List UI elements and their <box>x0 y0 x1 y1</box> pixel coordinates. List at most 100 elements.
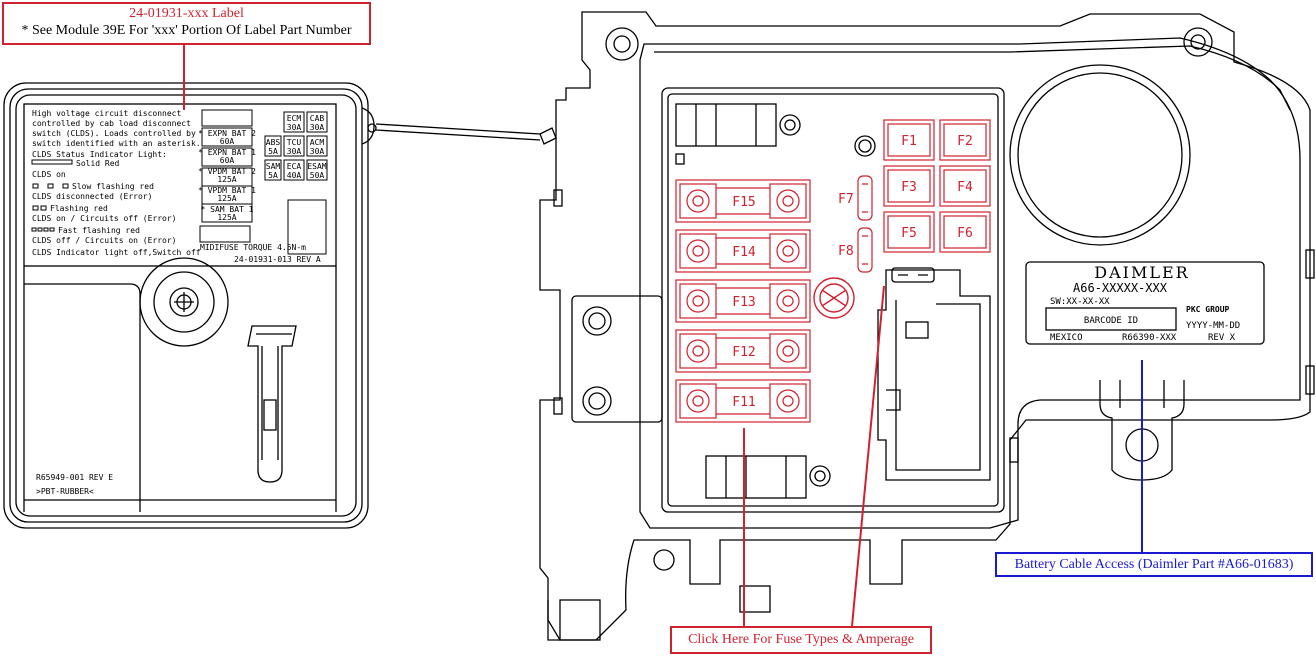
software-version: SW:XX-XX-XX <box>1050 297 1110 307</box>
solid-red-text: Solid Red <box>76 159 120 168</box>
clds-off-circuits-on-text: CLDS off / Circuits on (Error) <box>32 236 177 245</box>
fuse-label-f14[interactable]: F14 <box>732 245 756 260</box>
fuse-f1[interactable]: F1 <box>883 119 935 161</box>
battery-access-text: Battery Cable Access (Daimler Part #A66-… <box>1014 557 1294 572</box>
cover-label-boxes <box>31 109 328 255</box>
status-heading: CLDS Status Indicator Light: <box>32 150 167 159</box>
cover-small-name: SAM <box>266 162 281 171</box>
cover-small-name: ECA <box>287 162 302 171</box>
cover-midi-amp: 60A <box>220 137 235 146</box>
fuse-f3[interactable]: F3 <box>883 165 935 207</box>
maker-logo: PKC GROUP <box>1186 305 1230 314</box>
date-code: YYYY-MM-DD <box>1186 321 1240 331</box>
mold-part-number: R65949-001 REV E <box>36 473 113 482</box>
fuse-label-f15[interactable]: F15 <box>732 195 755 210</box>
clds-on-text: CLDS on <box>32 170 66 179</box>
cover-midi-name: * VPDM BAT 2 <box>198 167 256 176</box>
fast-flash-text: Fast flashing red <box>58 226 140 235</box>
material-text: >PBT-RUBBER< <box>36 487 94 496</box>
hv-text-1: High voltage circuit disconnect <box>32 109 181 118</box>
fuse-f14[interactable]: F14 <box>675 229 811 273</box>
fuse-f6[interactable]: F6 <box>939 211 991 253</box>
cover-midi-name: * VPDM BAT 1 <box>198 186 256 195</box>
cover-small-name: TCU <box>287 138 302 147</box>
cover-midi-amp: 125A <box>217 194 236 203</box>
cover-label-text: High voltage circuit disconnect controll… <box>32 109 321 496</box>
cover-small-name: ACM <box>310 138 325 147</box>
small-fuse-labels: ECM30ACAB30AABS5ATCU30AACM30ASAM5AECA40A… <box>266 114 327 180</box>
tether-cable <box>375 123 557 145</box>
cover-small-amp: 30A <box>287 123 302 132</box>
module-label-frame <box>1025 261 1265 345</box>
fuse-types-link[interactable]: Click Here For Fuse Types & Amperage <box>670 626 932 654</box>
battery-access-callout: Battery Cable Access (Daimler Part #A66-… <box>995 552 1313 577</box>
clds-disconnected-text: CLDS disconnected (Error) <box>32 192 152 201</box>
fuse-label-f5[interactable]: F5 <box>901 226 917 241</box>
callout-leaders <box>183 44 1143 627</box>
midifuse-torque-text: MIDIFUSE TORQUE 4.5N-m <box>200 243 306 252</box>
clds-light-off-text: CLDS Indicator light off,Switch off <box>32 248 201 257</box>
cover-small-name: ECM <box>287 114 302 123</box>
cover-small-amp: 5A <box>268 147 278 156</box>
hv-text-2: controlled by cab load disconnect <box>32 119 191 128</box>
cover-small-amp: 30A <box>287 147 302 156</box>
cover-outline <box>3 82 377 529</box>
fuse-f15[interactable]: F15 <box>675 179 811 223</box>
cover-midi-name: * SAM BAT 1 <box>201 205 254 214</box>
fuse-label-f12[interactable]: F12 <box>732 345 755 360</box>
module-label-text: DAIMLER A66-XXXXX-XXX SW:XX-XX-XX BARCOD… <box>1050 263 1240 343</box>
flashing-red-text: Flashing red <box>50 204 108 213</box>
fuse-label-f6[interactable]: F6 <box>957 226 973 241</box>
hv-text-3: switch (CLDS). Loads controlled by <box>32 129 196 138</box>
fuse-label-f13[interactable]: F13 <box>732 295 755 310</box>
cover-midi-amp: 125A <box>217 213 236 222</box>
label-callout-title: 24-01931-xxx Label <box>129 6 244 21</box>
cover-small-amp: 5A <box>268 171 278 180</box>
fuse-f8[interactable]: F8 <box>838 227 873 273</box>
lock-icon <box>813 277 855 319</box>
brand-name: DAIMLER <box>1094 263 1189 282</box>
module-ref: R66390-XXX <box>1122 333 1177 343</box>
fuse-label-f3[interactable]: F3 <box>901 180 917 195</box>
fuse-label-f8[interactable]: F8 <box>838 244 854 259</box>
fuse-f2[interactable]: F2 <box>939 119 991 161</box>
module-rev: REV X <box>1208 333 1236 343</box>
fuse-label-f2[interactable]: F2 <box>957 134 973 149</box>
cover-small-name: CAB <box>310 114 325 123</box>
fuse-f13[interactable]: F13 <box>675 279 811 323</box>
fuse-label-f11[interactable]: F11 <box>732 395 755 410</box>
cover-midi-name: * EXPN BAT 1 <box>198 148 256 157</box>
fuse-f12[interactable]: F12 <box>675 329 811 373</box>
module-part-number: A66-XXXXX-XXX <box>1073 281 1168 295</box>
fuse-label-f4[interactable]: F4 <box>957 180 973 195</box>
cover-midi-name: * EXPN BAT 2 <box>198 129 256 138</box>
origin-country: MEXICO <box>1050 333 1083 343</box>
cover-small-amp: 50A <box>310 171 325 180</box>
fuse-f4[interactable]: F4 <box>939 165 991 207</box>
cover-midi-amp: 125A <box>217 175 236 184</box>
cover-small-amp: 40A <box>287 171 302 180</box>
fuse-f7[interactable]: F7 <box>838 175 873 221</box>
box-outline <box>539 11 1315 641</box>
cover-small-name: ABS <box>266 138 281 147</box>
fuse-label-f1[interactable]: F1 <box>901 134 917 149</box>
fuse-f11[interactable]: F11 <box>675 379 811 423</box>
fuse-label-f7[interactable]: F7 <box>838 192 854 207</box>
label-callout: 24-01931-xxx Label * See Module 39E For … <box>2 2 371 45</box>
label-callout-note: * See Module 39E For 'xxx' Portion Of La… <box>21 23 352 38</box>
cover-small-name: ESAM <box>307 162 326 171</box>
cover-small-amp: 30A <box>310 147 325 156</box>
label-part-number: 24-01931-013 REV A <box>234 255 321 264</box>
hv-text-4: switch identified with an asterisk. <box>32 139 201 148</box>
cover-small-amp: 30A <box>310 123 325 132</box>
fuse-f5[interactable]: F5 <box>883 211 935 253</box>
slow-flash-text: Slow flashing red <box>72 182 154 191</box>
cover-midi-amp: 60A <box>220 156 235 165</box>
fuse-types-link-text[interactable]: Click Here For Fuse Types & Amperage <box>688 632 914 647</box>
barcode-id: BARCODE ID <box>1084 316 1138 326</box>
